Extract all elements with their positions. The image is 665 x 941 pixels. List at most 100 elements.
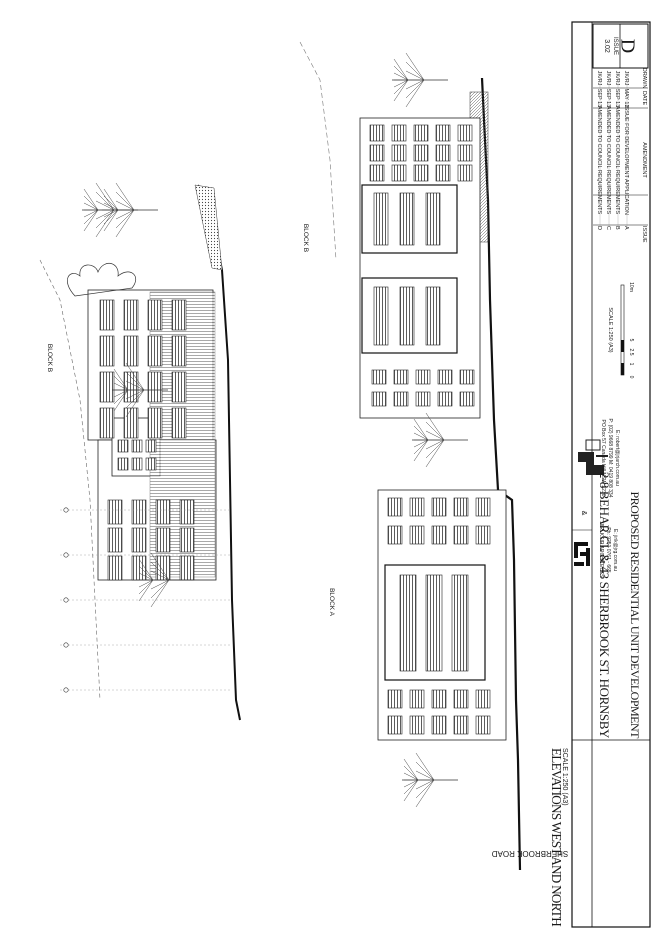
window	[171, 299, 187, 331]
window	[399, 192, 415, 246]
window	[107, 527, 123, 553]
window	[123, 335, 139, 367]
architect-email: E: jirik@jrg.com.au	[612, 529, 618, 571]
window	[131, 555, 147, 581]
window	[373, 192, 389, 246]
revision-issue: D	[596, 226, 602, 230]
window	[453, 497, 469, 517]
window	[123, 299, 139, 331]
window	[179, 527, 195, 553]
revision-header-issue: ISSUE	[641, 226, 647, 243]
revision-amendment: AMENDED TO COUNCIL REQUIREMENTS	[614, 106, 620, 215]
revision-date: SEP 13	[605, 89, 611, 108]
window	[435, 124, 451, 142]
window	[391, 124, 407, 142]
landscape-architect: PO Box 57 Canada Hill NSW 2230 P: (02) 9…	[578, 419, 620, 498]
architect-name: JIRI KSIR ARCHITECTS	[598, 522, 604, 578]
street-label: SHERBROOK ROAD	[492, 849, 569, 858]
window	[475, 525, 491, 545]
window	[171, 371, 187, 403]
ground-line-west-upper	[299, 41, 337, 261]
window	[131, 527, 147, 553]
block-b-upper-label: BLOCK B	[46, 344, 53, 372]
revision-header-amendment: AMENDMENT	[641, 142, 647, 178]
project-name: PROPOSED RESIDENTIAL UNIT DEVELOPMENT	[628, 492, 642, 740]
window	[99, 335, 115, 367]
north-elevation: BLOCK B	[39, 184, 241, 721]
window	[409, 525, 425, 545]
retaining-wall	[194, 184, 223, 271]
window	[131, 499, 147, 525]
scale-tick-label: 5	[628, 339, 634, 342]
landscape-address: PO Box 57 Canada Hill NSW 2230	[600, 420, 606, 497]
window	[457, 124, 473, 142]
window	[391, 144, 407, 162]
window	[475, 715, 491, 735]
window	[409, 497, 425, 517]
revision-issue: C	[605, 226, 611, 230]
revision-amendment: ISSUE FOR DEVELOPMENT APPLICATION	[623, 105, 629, 215]
block-a-label: BLOCK A	[328, 588, 335, 616]
window	[431, 689, 447, 709]
window	[413, 144, 429, 162]
window	[435, 164, 451, 182]
window	[393, 391, 409, 407]
revision-drawn: JK/RJ	[596, 71, 602, 86]
window	[391, 164, 407, 182]
window	[107, 555, 123, 581]
window	[431, 715, 447, 735]
tree-icon	[392, 52, 448, 108]
sheet-scale: SCALE 1:250 (A3)	[561, 748, 568, 806]
landscape-logo-icon	[578, 439, 608, 475]
window	[147, 335, 163, 367]
tree-icon	[82, 182, 138, 238]
revision-issue: B	[614, 226, 620, 230]
ampersand: &	[580, 511, 587, 516]
window	[425, 286, 441, 346]
window	[475, 689, 491, 709]
window	[387, 689, 403, 709]
window	[459, 391, 475, 407]
window	[387, 525, 403, 545]
window	[399, 286, 415, 346]
window	[179, 499, 195, 525]
scale-bar-label: SCALE 1:250 (A3)	[607, 307, 613, 352]
window	[413, 164, 429, 182]
landscape-email: E: robert@jrjarch.com.au	[614, 430, 620, 486]
window	[425, 192, 441, 246]
tree-icon	[402, 752, 458, 808]
tree-icon	[412, 412, 468, 468]
revision-drawn: JK/RJ	[605, 71, 611, 86]
revision-drawn: JK/RJ	[623, 71, 629, 86]
window	[369, 144, 385, 162]
window	[415, 391, 431, 407]
window	[147, 371, 163, 403]
revision-header-drawn: DRAWN	[641, 68, 647, 89]
block-b-lower-label: BLOCK B	[302, 224, 309, 252]
window	[453, 525, 469, 545]
window	[171, 407, 187, 439]
level-marker-icon	[63, 552, 69, 558]
level-marker-icon	[63, 507, 69, 513]
level-marker-icon	[63, 642, 69, 648]
window	[399, 574, 417, 672]
drawing-number: 3.02	[603, 39, 610, 53]
window	[155, 499, 171, 525]
window	[415, 369, 431, 385]
revision-date: MAY 13	[623, 88, 629, 107]
level-marker-icon	[63, 687, 69, 693]
window	[451, 574, 469, 672]
window	[459, 369, 475, 385]
revision-amendment: AMENDED TO COUNCIL REQUIREMENTS	[596, 106, 602, 215]
window	[145, 439, 157, 453]
tree-icon	[112, 362, 168, 418]
window	[107, 499, 123, 525]
window	[387, 497, 403, 517]
window	[373, 286, 389, 346]
window	[453, 689, 469, 709]
issue-label: ISSUE	[612, 37, 618, 55]
